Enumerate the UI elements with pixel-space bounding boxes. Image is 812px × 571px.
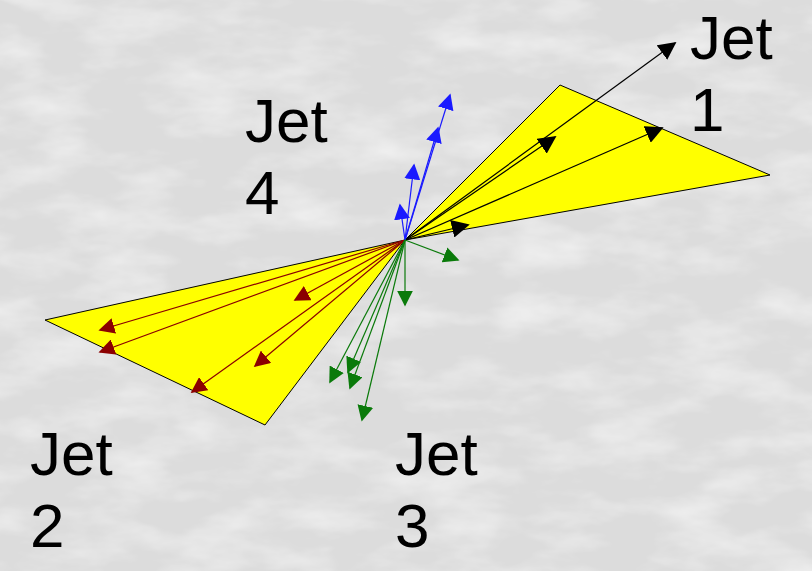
jet-label: Jet 3 xyxy=(395,418,478,562)
jet-tracks xyxy=(330,240,458,420)
jet-label: Jet 1 xyxy=(690,2,773,146)
jet-cone xyxy=(45,240,405,425)
jet-tracks xyxy=(100,240,405,392)
jet-label: Jet 4 xyxy=(245,85,328,229)
jet-label: Jet 2 xyxy=(30,418,113,562)
jet-tracks xyxy=(400,95,450,240)
jet-tracks xyxy=(405,43,675,240)
